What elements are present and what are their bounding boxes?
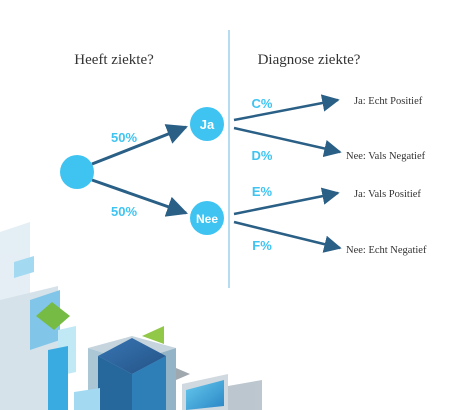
branch-no-negative: [233, 220, 342, 253]
branch-yes-negative: [233, 126, 342, 158]
label-yes-positive: C%: [252, 96, 273, 111]
outcome-true-positive: Ja: Echt Positief: [354, 96, 423, 107]
outcome-false-negative: Nee: Vals Negatief: [346, 151, 426, 162]
branch-to-yes: [91, 124, 188, 166]
branch-no-positive: [233, 187, 340, 216]
label-to-yes: 50%: [111, 130, 137, 145]
root-node: [60, 155, 94, 189]
label-no-negative: F%: [252, 238, 272, 253]
node-yes-label: Ja: [200, 117, 215, 132]
label-yes-negative: D%: [252, 148, 273, 163]
header-diagnosis: Diagnose ziekte?: [258, 52, 361, 68]
node-yes: [190, 107, 224, 141]
outcome-true-negative: Nee: Echt Negatief: [346, 245, 427, 256]
decorative-geometric-pattern: [0, 222, 262, 410]
node-no-label: Nee: [196, 212, 218, 226]
header-disease: Heeft ziekte?: [74, 52, 154, 68]
branch-yes-positive: [233, 94, 340, 122]
outcome-false-positive: Ja: Vals Positief: [354, 189, 421, 200]
node-no: [190, 201, 224, 235]
branch-to-no: [91, 178, 188, 217]
label-to-no: 50%: [111, 204, 137, 219]
label-no-positive: E%: [252, 184, 273, 199]
